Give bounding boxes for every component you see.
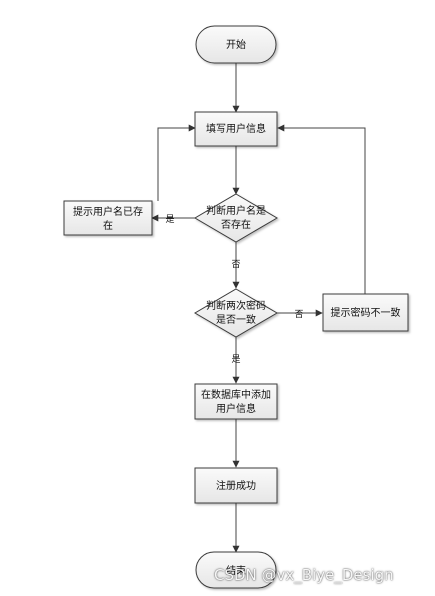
success-node: 注册成功 bbox=[194, 467, 278, 504]
end-node: 结束 bbox=[195, 551, 277, 589]
add-database-label-2: 用户信息 bbox=[216, 402, 256, 415]
user-exists-node: 提示用户名已存 在 bbox=[63, 200, 153, 236]
start-node: 开始 bbox=[195, 25, 277, 64]
password-mismatch-label: 提示密码不一致 bbox=[331, 306, 401, 319]
check-username-node: 判断用户名是 否存在 bbox=[194, 193, 278, 243]
user-exists-label-1: 提示用户名已存 bbox=[73, 205, 143, 218]
check-username-label-2: 否存在 bbox=[221, 218, 251, 231]
edge-label-user-yes: 是 bbox=[165, 214, 174, 225]
password-mismatch-node: 提示密码不一致 bbox=[322, 293, 409, 332]
user-exists-label-2: 在 bbox=[103, 220, 113, 232]
end-label: 结束 bbox=[226, 564, 246, 577]
connector-user-exists-back bbox=[157, 124, 196, 201]
edge-label-user-no: 否 bbox=[231, 259, 240, 270]
success-label: 注册成功 bbox=[216, 479, 256, 492]
edge-label-pwd-no: 否 bbox=[294, 309, 303, 320]
check-password-label-1: 判断两次密码 bbox=[206, 299, 266, 312]
add-database-node: 在数据库中添加 用户信息 bbox=[194, 383, 278, 420]
fill-info-node: 填写用户信息 bbox=[194, 111, 278, 147]
check-password-node: 判断两次密码 是否一致 bbox=[194, 288, 278, 338]
edge-label-pwd-yes: 是 bbox=[231, 354, 240, 365]
connector-pwd-mismatch-back bbox=[277, 124, 366, 294]
add-database-label-1: 在数据库中添加 bbox=[201, 388, 271, 401]
check-username-label-1: 判断用户名是 bbox=[206, 204, 266, 217]
csdn-watermark: CSDN @vx_Biye_Design bbox=[214, 566, 394, 584]
start-label: 开始 bbox=[226, 38, 246, 51]
check-password-label-2: 是否一致 bbox=[216, 313, 256, 326]
fill-info-label: 填写用户信息 bbox=[206, 122, 266, 135]
